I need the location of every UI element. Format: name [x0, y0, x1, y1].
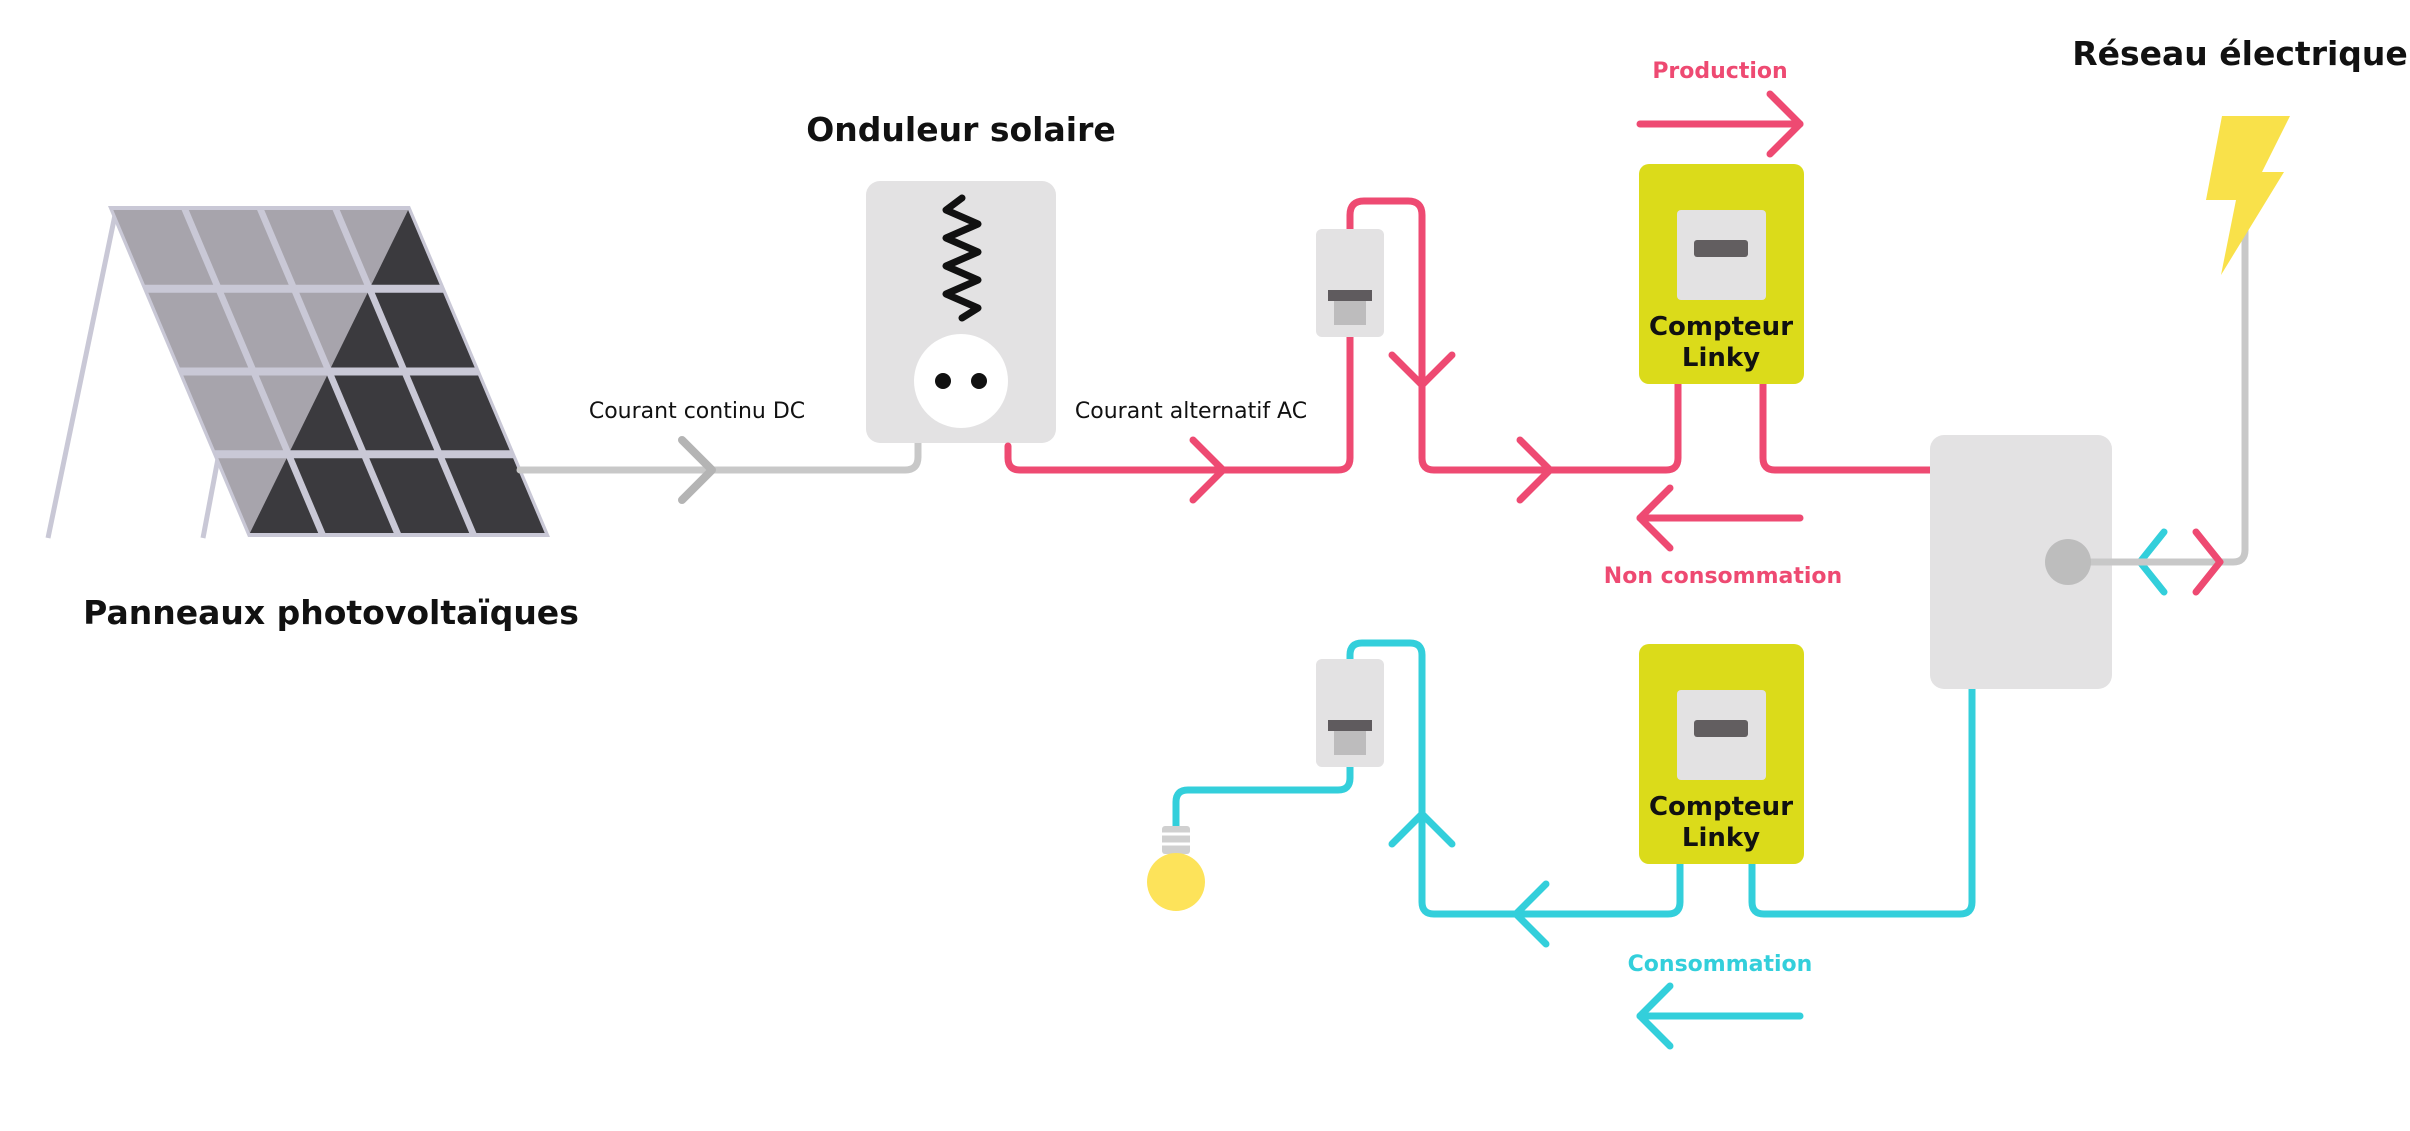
socket-hole: [971, 373, 987, 389]
panel-cell: [223, 292, 324, 368]
panels-title: Panneaux photovoltaïques: [83, 593, 579, 632]
panel-cell: [409, 375, 510, 451]
panel-cell: [290, 375, 359, 451]
grid-title: Réseau électrique: [2072, 34, 2408, 73]
production-cable: [1004, 197, 1682, 474]
panel-cell: [218, 458, 287, 533]
meter-bottom-label-line1: Compteur: [1649, 792, 1793, 822]
breaker-icon-top: [1316, 229, 1384, 337]
consumption-arrow-icon: [1388, 810, 1456, 848]
consumption-legend-arrow-icon: [1636, 982, 1674, 1050]
production-arrow-icon: [1189, 436, 1227, 504]
panel-cell: [299, 292, 368, 368]
panel-cell: [369, 458, 470, 533]
grid-connection: [2064, 116, 2290, 596]
panel-cell: [339, 210, 409, 285]
ac-label: Courant alternatif AC: [1075, 399, 1307, 424]
consumption-cable: [1172, 639, 1684, 918]
inverter-title: Onduleur solaire: [806, 110, 1115, 149]
meter-icon-bottom: Compteur Linky: [1639, 644, 1804, 864]
non-consumption-legend-arrow-icon: [1636, 484, 1674, 552]
distribution-panel: [1930, 435, 2112, 689]
panel-frame: [108, 206, 550, 537]
dc-cable: [516, 438, 922, 474]
socket-hole: [935, 373, 951, 389]
solar-panel-icon: [45, 206, 550, 539]
meter-icon-top: Compteur Linky: [1639, 164, 1804, 384]
breaker-base: [1334, 301, 1366, 325]
breaker-icon-bottom: [1316, 659, 1384, 767]
production-legend-label: Production: [1652, 59, 1787, 84]
production-legend-arrow-icon: [1766, 90, 1804, 158]
consumption-arrow-icon: [1512, 880, 1550, 948]
panel-cell: [374, 292, 475, 368]
meter-top-label-line1: Compteur: [1649, 312, 1793, 342]
panel-cell: [334, 375, 435, 451]
meter-top-label-line2: Linky: [1682, 343, 1760, 373]
panel-cell: [188, 210, 289, 285]
breaker-box: [1316, 229, 1384, 337]
dc-arrow-icon: [678, 436, 716, 504]
meter-bottom-label-line2: Linky: [1682, 823, 1760, 853]
breaker-switch: [1328, 720, 1372, 731]
panel-cell: [148, 292, 249, 368]
panel-cell: [258, 375, 328, 451]
panel-cells: [113, 210, 545, 533]
breaker-switch: [1328, 290, 1372, 301]
production-arrow-icon: [1388, 351, 1456, 389]
grid-cable: [2064, 226, 2249, 566]
bulb-glass: [1147, 853, 1205, 911]
junction-node-icon: [2045, 539, 2091, 585]
inverter-box: [866, 181, 1056, 443]
panel-cell: [330, 292, 400, 368]
panel-cell: [183, 375, 284, 451]
grid-export-arrow-icon: [2192, 528, 2224, 596]
dc-flow: [516, 436, 922, 504]
panel-stand-leg: [45, 214, 118, 539]
production-flow: [1004, 90, 2102, 552]
meter-screen: [1694, 720, 1748, 737]
panel-cell: [113, 210, 214, 285]
consumption-legend-label: Consommation: [1628, 952, 1813, 977]
production-arrow-icon: [1516, 436, 1554, 504]
panel-cell: [293, 458, 394, 533]
dc-label: Courant continu DC: [589, 399, 805, 424]
panel-cell: [444, 458, 545, 533]
inverter-icon: [866, 181, 1056, 443]
light-bulb-icon: [1147, 826, 1205, 911]
non-consumption-legend-label: Non consommation: [1604, 564, 1842, 589]
panel-cell: [264, 210, 365, 285]
socket-icon: [914, 334, 1008, 428]
lightning-icon: [2206, 116, 2290, 275]
meter-screen: [1694, 240, 1748, 257]
panel-cell: [371, 210, 440, 285]
breaker-box: [1316, 659, 1384, 767]
panel-cell: [249, 458, 319, 533]
breaker-base: [1334, 731, 1366, 755]
sine-wave-icon: [942, 194, 982, 322]
bulb-base: [1162, 826, 1190, 854]
